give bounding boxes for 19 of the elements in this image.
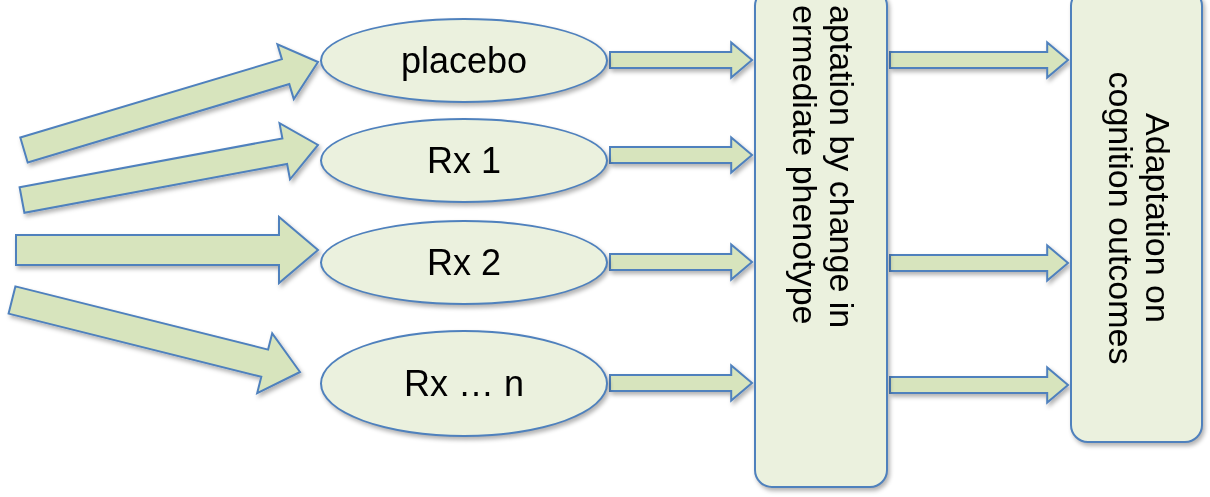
node-label: Rx 1 — [427, 142, 501, 179]
block-arrow — [889, 40, 1070, 80]
block-arrow — [609, 135, 754, 175]
block-arrow — [609, 40, 754, 80]
vertical-label: aptation by change in ermediate phenotype — [785, 5, 861, 331]
block-arrow — [889, 365, 1070, 405]
node-label: Rx … n — [404, 365, 524, 402]
block-arrow — [19, 42, 320, 164]
block-arrow — [609, 242, 754, 282]
node-label: Rx 2 — [427, 244, 501, 281]
node-label: placebo — [400, 42, 528, 79]
process-box — [754, 0, 888, 488]
block-arrow — [7, 285, 302, 395]
block-arrow — [889, 243, 1070, 283]
vertical-label: Adaptation on cognition outcomes — [1101, 70, 1176, 366]
process-box — [1070, 0, 1203, 443]
block-arrow — [18, 121, 320, 214]
block-arrow — [15, 214, 320, 286]
block-arrow — [609, 363, 754, 403]
